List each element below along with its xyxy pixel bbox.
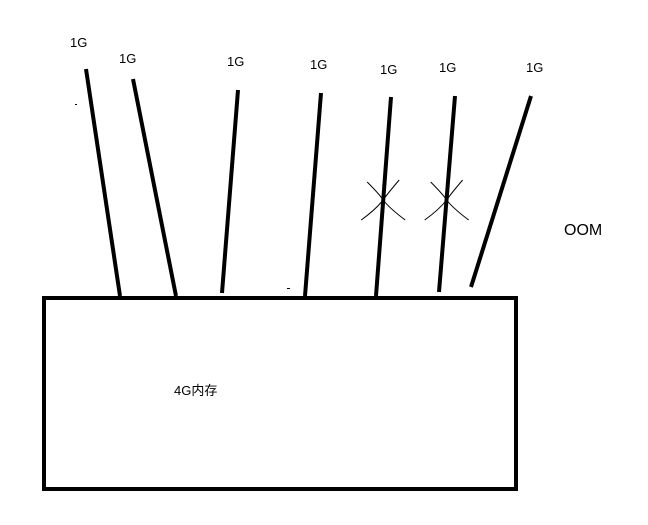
allocation-line-5	[374, 96, 393, 297]
allocation-line-3	[220, 89, 240, 294]
memory-box-label: 4G内存	[174, 383, 218, 398]
allocation-line-4	[303, 92, 323, 297]
oom-label: OOM	[564, 222, 603, 239]
allocation-label-7: 1G	[526, 60, 544, 75]
memory-box	[42, 296, 518, 491]
allocation-label-5: 1G	[380, 62, 398, 77]
allocation-line-2	[131, 78, 178, 297]
allocation-label-3: 1G	[227, 54, 245, 69]
allocation-line-6	[437, 95, 457, 293]
stray-mark	[287, 288, 290, 289]
allocation-label-1: 1G	[70, 35, 88, 50]
failed-cross-mark-5	[360, 179, 406, 221]
allocation-line-7	[469, 95, 533, 288]
allocation-line-1	[84, 68, 122, 297]
allocation-label-2: 1G	[119, 51, 137, 66]
failed-cross-mark-6	[424, 179, 469, 221]
stray-mark	[75, 104, 77, 105]
allocation-label-4: 1G	[310, 57, 328, 72]
allocation-label-6: 1G	[439, 60, 457, 75]
